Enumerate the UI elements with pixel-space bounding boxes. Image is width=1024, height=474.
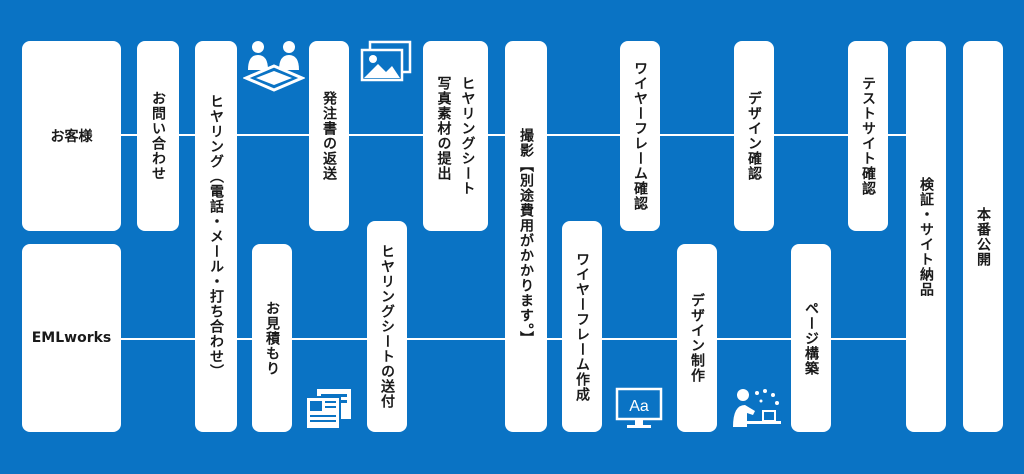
step-sheet-submit-line1: ヒヤリングシート <box>459 76 476 196</box>
font-sample-text: Aa <box>629 398 649 415</box>
step-launch: 本番公開 <box>963 41 1003 432</box>
step-photo-label: 撮影【別途費用がかかります。】 <box>516 128 536 346</box>
lane-customer-label: お客様 <box>50 129 93 145</box>
lane-eml-label: EMLworks <box>31 330 112 346</box>
step-photo-line2: 【別途費用がかかります。】 <box>518 157 534 346</box>
step-launch-label: 本番公開 <box>975 206 991 267</box>
photos-icon <box>360 40 412 82</box>
step-sheet-submit: ヒヤリングシート 写真素材の提出 <box>423 41 488 231</box>
step-hearing: ヒヤリング（電話・メール・打ち合わせ） <box>195 41 237 432</box>
step-sheet-send-label: ヒヤリングシートの送付 <box>379 244 395 409</box>
step-order: 発注書の返送 <box>309 41 349 231</box>
step-inquiry-label: お問い合わせ <box>150 91 166 181</box>
documents-icon <box>305 389 351 430</box>
meeting-icon <box>243 41 305 92</box>
step-estimate: お見積もり <box>252 244 292 432</box>
step-sheet-submit-line2: 写真素材の提出 <box>435 76 452 181</box>
step-test-confirm-label: テストサイト確認 <box>860 76 876 196</box>
step-verify: 検証・サイト納品 <box>906 41 946 432</box>
font-monitor-icon: Aa <box>615 387 663 428</box>
step-design-make-label: デザイン制作 <box>689 293 705 383</box>
step-photo: 撮影【別途費用がかかります。】 <box>505 41 547 432</box>
step-hearing-label: ヒヤリング（電話・メール・打ち合わせ） <box>208 94 224 379</box>
step-estimate-label: お見積もり <box>264 300 280 376</box>
step-photo-line1: 撮影 <box>518 127 534 158</box>
lane-eml: EMLworks <box>22 244 121 432</box>
lane-customer: お客様 <box>22 41 121 231</box>
step-design-confirm-label: デザイン確認 <box>746 91 762 181</box>
step-order-label: 発注書の返送 <box>321 91 337 181</box>
step-wire-make: ワイヤーフレーム作成 <box>562 221 602 432</box>
idea-person-icon <box>733 389 781 427</box>
step-wire-make-label: ワイヤーフレーム作成 <box>574 251 590 402</box>
step-verify-label: 検証・サイト納品 <box>918 176 934 297</box>
step-wire-confirm: ワイヤーフレーム確認 <box>620 41 660 231</box>
step-inquiry: お問い合わせ <box>137 41 179 231</box>
step-design-make: デザイン制作 <box>677 244 717 432</box>
step-design-confirm: デザイン確認 <box>734 41 774 231</box>
step-page-build-label: ページ構築 <box>803 300 819 376</box>
step-page-build: ページ構築 <box>791 244 831 432</box>
step-sheet-send: ヒヤリングシートの送付 <box>367 221 407 432</box>
step-test-confirm: テストサイト確認 <box>848 41 888 231</box>
step-wire-confirm-label: ワイヤーフレーム確認 <box>632 61 648 211</box>
